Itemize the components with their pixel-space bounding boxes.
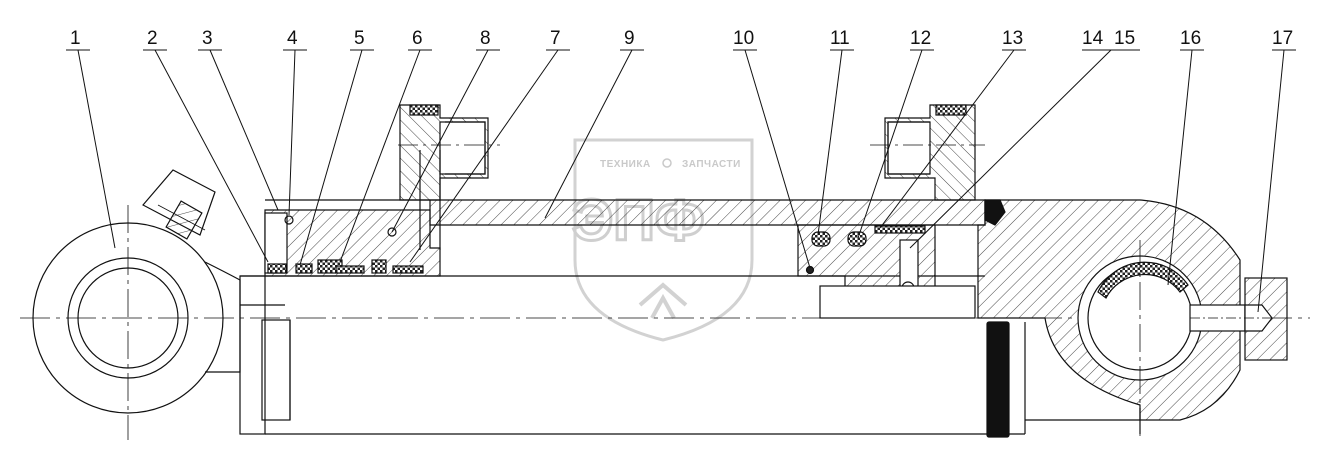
gear-icon xyxy=(662,158,672,168)
callout-17: 17 xyxy=(1272,28,1293,49)
callout-6: 6 xyxy=(412,28,423,49)
callout-7: 7 xyxy=(550,28,561,49)
port-rod-side xyxy=(398,104,500,250)
callout-4: 4 xyxy=(287,28,298,49)
cylinder-geometry xyxy=(20,104,1310,440)
rod-eye xyxy=(32,169,241,440)
cap-end xyxy=(977,199,1288,440)
callout-13: 13 xyxy=(1002,28,1023,49)
callout-16: 16 xyxy=(1180,28,1201,49)
watermark: ТЕХНИКА ЗАПЧАСТИ ЭПФ xyxy=(571,138,754,342)
callout-15: 15 xyxy=(1114,28,1135,49)
callout-9: 9 xyxy=(624,28,635,49)
watermark-brand-right: ЗАПЧАСТИ xyxy=(682,159,741,170)
callout-5: 5 xyxy=(354,28,365,49)
watermark-brand-left: ТЕХНИКА xyxy=(600,159,651,170)
callout-labels: 1 2 3 4 5 6 8 7 9 10 11 12 13 14 15 16 1… xyxy=(70,28,1293,49)
piston xyxy=(797,224,976,319)
rod-stop-ring xyxy=(986,321,1010,438)
gland xyxy=(264,209,441,277)
callout-leaders xyxy=(66,49,1296,313)
callout-12: 12 xyxy=(910,28,931,49)
callout-2: 2 xyxy=(147,28,158,49)
port-cap-side xyxy=(870,104,985,201)
callout-10: 10 xyxy=(733,28,754,49)
callout-14: 14 xyxy=(1082,28,1104,49)
callout-8: 8 xyxy=(480,28,491,49)
callout-1: 1 xyxy=(70,28,81,49)
callout-11: 11 xyxy=(830,28,850,49)
callout-3: 3 xyxy=(202,28,213,49)
